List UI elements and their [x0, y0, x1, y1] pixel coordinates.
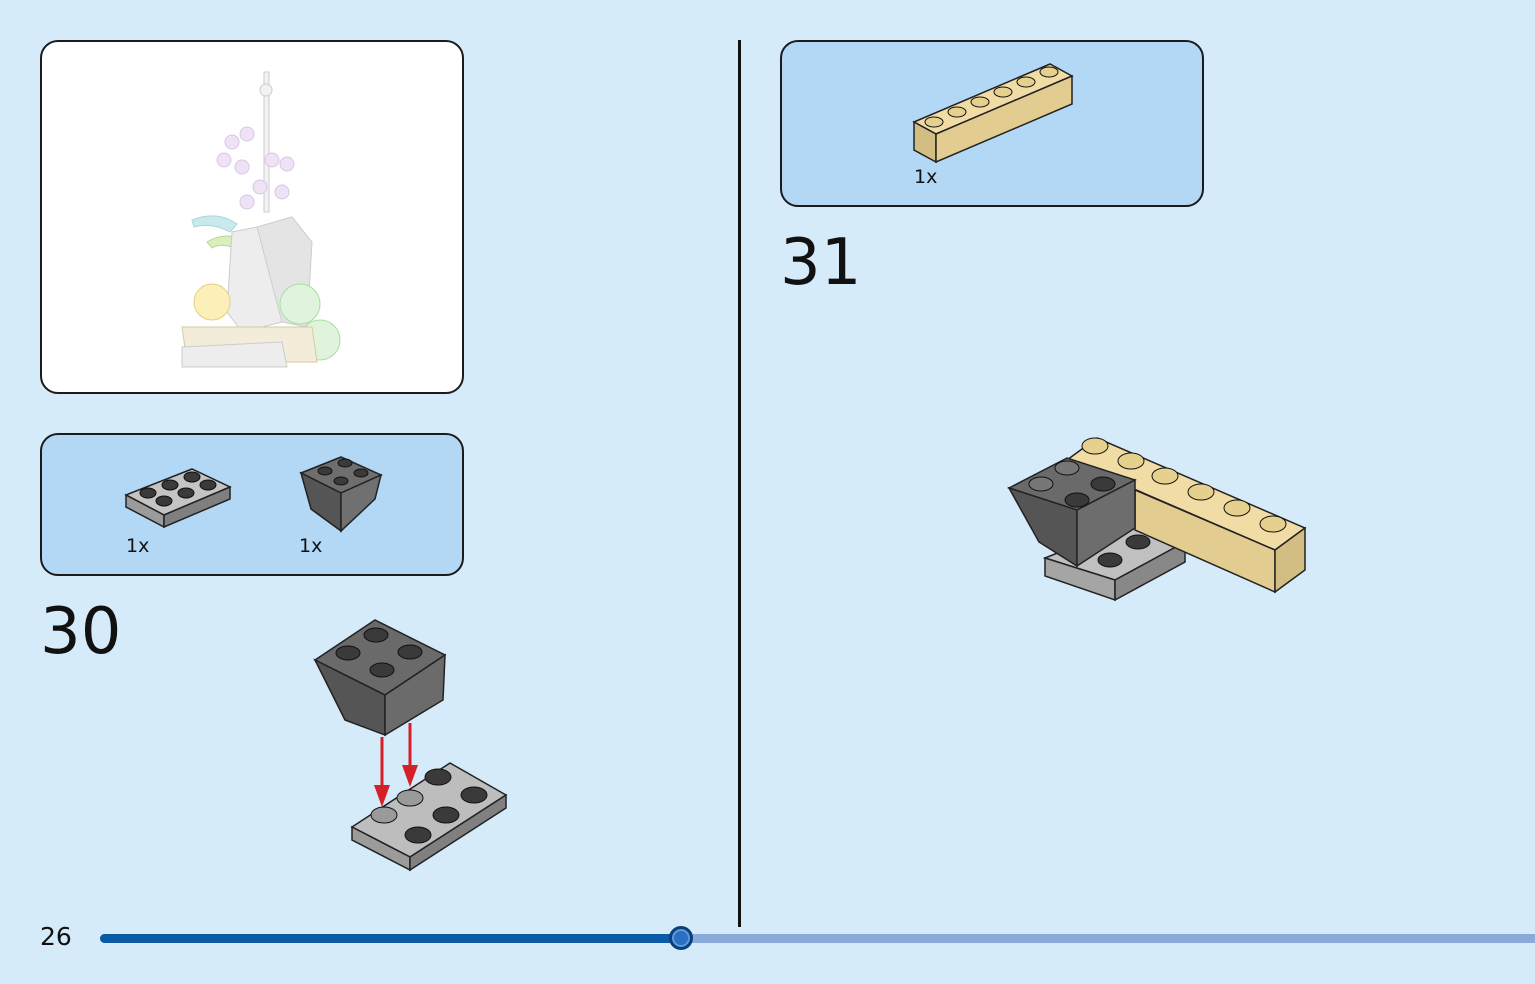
parts-list-step-31: 1x	[780, 40, 1204, 207]
brick-1x6-tan-icon	[912, 63, 1074, 164]
progress-track	[100, 934, 1535, 943]
page-number: 26	[40, 922, 72, 951]
model-preview-panel	[40, 40, 464, 394]
placement-arrows	[374, 723, 418, 807]
progress-indicator	[669, 926, 693, 950]
slope-inverted-2x2-dark-gray-icon	[299, 456, 383, 533]
part-qty: 1x	[914, 166, 938, 188]
step-30-assembly-illustration	[313, 619, 508, 872]
plate-2x3-gray-icon	[124, 468, 232, 529]
progress-fill	[100, 934, 681, 943]
parts-list-step-30: 1x 1x	[40, 433, 464, 576]
step-number: 30	[40, 595, 122, 669]
step-31-assembly-illustration	[1007, 437, 1307, 602]
part-qty: 1x	[126, 535, 150, 557]
page-divider	[738, 40, 741, 927]
part-qty: 1x	[299, 535, 323, 557]
step-number: 31	[780, 226, 862, 300]
completed-model-preview-icon	[181, 71, 341, 368]
